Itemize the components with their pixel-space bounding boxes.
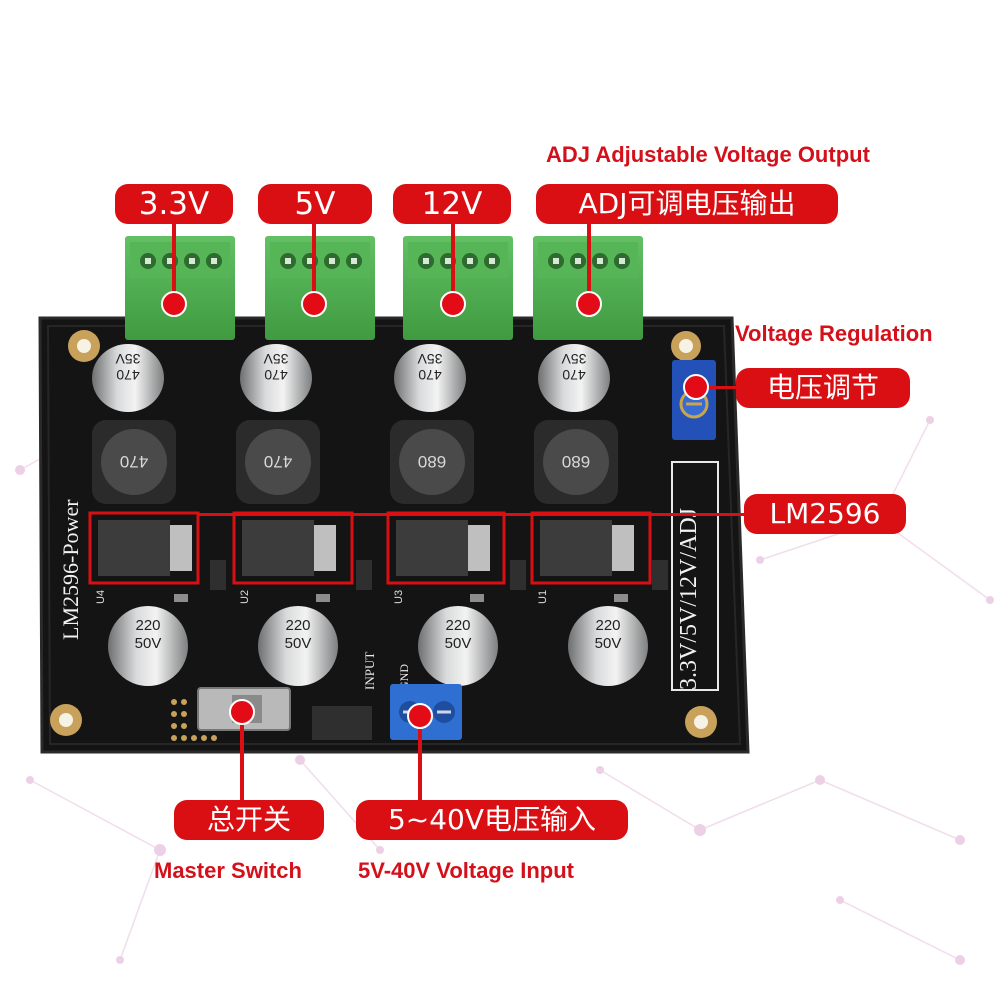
- leader-switch: [240, 712, 244, 802]
- svg-text:680: 680: [418, 452, 446, 471]
- svg-text:220: 220: [445, 617, 470, 634]
- svg-text:470: 470: [562, 367, 586, 383]
- svg-text:U4: U4: [95, 590, 107, 604]
- svg-text:220: 220: [595, 617, 620, 634]
- callout-lm2596: LM2596: [744, 494, 906, 534]
- terminal-block-3v3: [125, 236, 235, 340]
- callout-voltage-input: 5~40V电压输入: [356, 800, 628, 840]
- callout-12v: 12V: [393, 184, 511, 224]
- svg-text:470: 470: [120, 452, 148, 471]
- svg-text:50V: 50V: [445, 635, 472, 652]
- capacitor-220-50v: [108, 606, 648, 686]
- svg-text:50V: 50V: [285, 635, 312, 652]
- leader-chip: [198, 513, 744, 516]
- svg-text:35V: 35V: [417, 351, 443, 367]
- input-caption: 5V-40V Voltage Input: [358, 858, 574, 883]
- red-marker-dot: [229, 699, 255, 725]
- svg-text:50V: 50V: [135, 635, 162, 652]
- red-marker-dot: [161, 291, 187, 317]
- terminal-block-5v: [265, 236, 375, 340]
- silk-input: INPUT: [362, 652, 377, 690]
- svg-text:35V: 35V: [263, 351, 289, 367]
- callout-regulation: 电压调节: [736, 368, 910, 408]
- svg-text:680: 680: [562, 452, 590, 471]
- svg-text:U1: U1: [537, 590, 549, 604]
- lm2596-chip: [98, 520, 634, 576]
- leader-input: [418, 716, 422, 802]
- svg-text:470: 470: [116, 367, 140, 383]
- svg-text:220: 220: [135, 617, 160, 634]
- leader-12v: [451, 224, 455, 304]
- callout-master-switch: 总开关: [174, 800, 324, 840]
- svg-text:35V: 35V: [115, 351, 141, 367]
- capacitor-470-35v: [92, 344, 610, 412]
- svg-text:220: 220: [285, 617, 310, 634]
- silk-voltages: 3.3V/5V/12V/ADJ: [676, 508, 702, 690]
- switch-caption: Master Switch: [154, 858, 302, 883]
- svg-text:470: 470: [418, 367, 442, 383]
- red-marker-dot: [440, 291, 466, 317]
- callout-3v3: 3.3V: [115, 184, 233, 224]
- svg-text:470: 470: [264, 452, 292, 471]
- terminal-block-12v: [403, 236, 513, 340]
- leader-adj: [587, 224, 591, 304]
- leader-regulation: [700, 386, 744, 389]
- svg-text:35V: 35V: [561, 351, 587, 367]
- trimmer-potentiometer: [672, 360, 716, 440]
- callout-5v: 5V: [258, 184, 372, 224]
- svg-text:470: 470: [264, 367, 288, 383]
- callout-adj: ADJ可调电压输出: [536, 184, 838, 224]
- inductor: [92, 420, 618, 504]
- svg-text:U3: U3: [393, 590, 405, 604]
- leader-3v3: [172, 224, 176, 304]
- svg-text:U2: U2: [239, 590, 251, 604]
- red-marker-dot: [407, 703, 433, 729]
- red-marker-dot: [301, 291, 327, 317]
- silk-title: LM2596-Power: [58, 499, 83, 640]
- regulation-caption: Voltage Regulation: [735, 321, 933, 346]
- silk-gnd: GND: [397, 664, 411, 690]
- leader-5v: [312, 224, 316, 304]
- svg-text:50V: 50V: [595, 635, 622, 652]
- red-marker-dot: [576, 291, 602, 317]
- adj-caption: ADJ Adjustable Voltage Output: [546, 142, 870, 167]
- red-marker-dot: [683, 374, 709, 400]
